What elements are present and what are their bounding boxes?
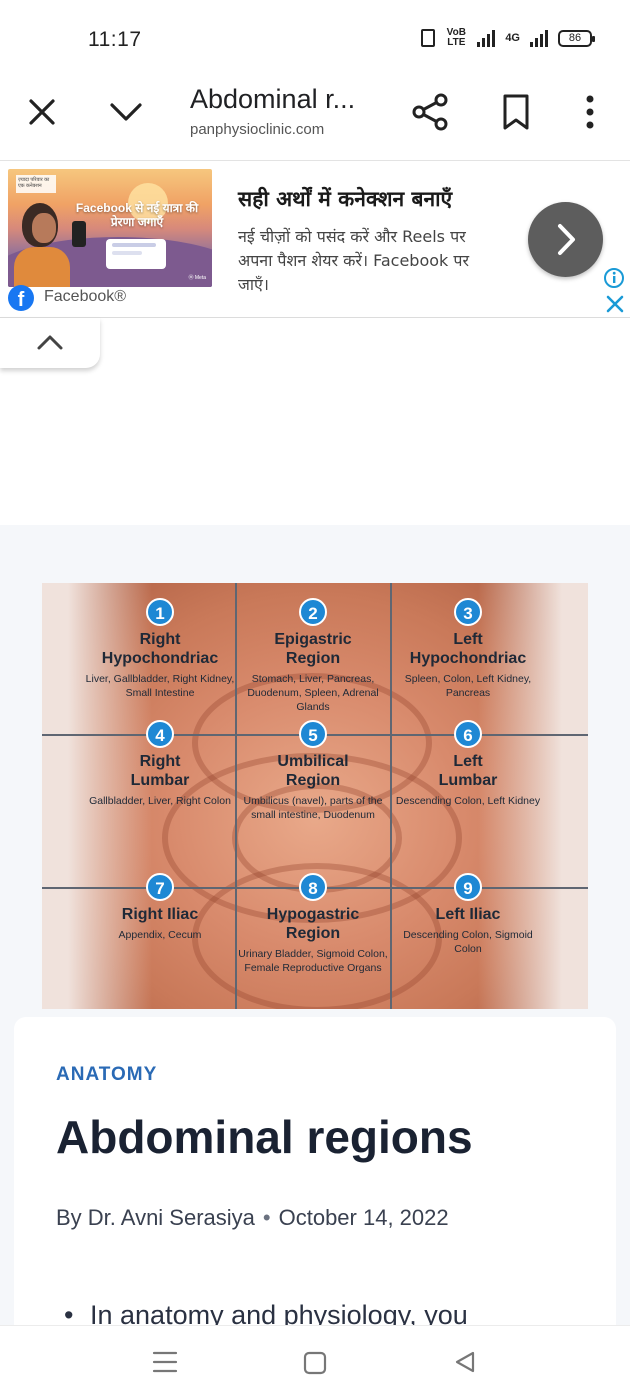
- ad-advertiser[interactable]: Facebook®: [44, 288, 127, 305]
- region-number: 5: [299, 720, 327, 748]
- region-organs: Liver, Gallbladder, Right Kidney, Small …: [85, 673, 235, 699]
- vibrate-icon: [421, 29, 436, 47]
- ad-image-person-face: [32, 213, 56, 243]
- ad-image-card-line: [112, 243, 156, 247]
- region-number: 3: [454, 598, 482, 626]
- ad-body-text[interactable]: नई चीज़ों को पसंद करें और Reels पर अपना …: [238, 227, 470, 294]
- ad-image-phone: [72, 221, 86, 247]
- ad-image-person-body: [14, 247, 70, 287]
- volte-indicator: VoB LTE: [446, 27, 466, 48]
- battery-icon: 86: [558, 29, 595, 47]
- region-name: Lumbar: [438, 772, 498, 789]
- bookmark-icon[interactable]: [498, 92, 534, 132]
- status-bar: 11:17 VoB LTE 4G 86: [0, 0, 630, 78]
- ad-image-text: Facebook से नई यात्रा की प्रेरणा जगाएँ: [75, 201, 199, 229]
- region-organs: Appendix, Cecum: [118, 929, 202, 941]
- region-organs: Gallbladder, Liver, Right Colon: [89, 795, 231, 807]
- share-icon[interactable]: [410, 92, 450, 132]
- region-name: Left: [453, 753, 483, 770]
- region-9: 9 Left Iliac Descending Colon, Sigmoid C…: [393, 873, 543, 956]
- square-icon[interactable]: [303, 1351, 327, 1375]
- region-number: 8: [299, 873, 327, 901]
- article-title: Abdominal regions: [56, 1111, 473, 1163]
- region-organs: Umbilicus (navel), parts of the small in…: [243, 795, 383, 821]
- region-number: 4: [146, 720, 174, 748]
- article-author[interactable]: By Dr. Avni Serasiya: [56, 1205, 255, 1230]
- article-byline: By Dr. Avni Serasiya • October 14, 2022: [56, 1205, 449, 1231]
- ad-collapse-button[interactable]: [0, 318, 100, 368]
- region-name: Epigastric: [274, 631, 352, 648]
- region-1: 1 Right Hypochondriac Liver, Gallbladder…: [85, 598, 235, 700]
- chevron-right-icon: [558, 224, 575, 255]
- ad-image-meta-tag: Ⓜ Meta: [188, 275, 206, 281]
- region-number: 6: [454, 720, 482, 748]
- signal-icon: [477, 29, 496, 47]
- byline-separator: •: [262, 1205, 271, 1230]
- ad-headline[interactable]: सही अर्थों में कनेक्शन बनाएँ: [238, 187, 453, 211]
- region-organs: Stomach, Liver, Pancreas, Duodenum, Sple…: [247, 673, 379, 713]
- torso-skin-left: [42, 583, 152, 1009]
- status-time: 11:17: [88, 28, 142, 51]
- status-icons: VoB LTE 4G 86: [421, 27, 595, 48]
- region-organs: Descending Colon, Left Kidney: [395, 795, 541, 807]
- chevron-up-icon: [37, 335, 63, 350]
- info-icon[interactable]: [603, 267, 625, 289]
- page-title[interactable]: Abdominal r...: [190, 84, 356, 114]
- region-divider-vertical: [390, 583, 392, 1009]
- region-organs: Spleen, Colon, Left Kidney, Pancreas: [404, 673, 532, 699]
- region-8: 8 Hypogastric Region Urinary Bladder, Si…: [238, 873, 388, 975]
- region-5: 5 Umbilical Region Umbilicus (navel), pa…: [238, 720, 388, 822]
- region-name: Hypochondriac: [409, 650, 527, 667]
- region-3: 3 Left Hypochondriac Spleen, Colon, Left…: [393, 598, 543, 700]
- network-type: 4G: [505, 32, 520, 44]
- region-name: Left Iliac: [435, 906, 501, 923]
- region-number: 2: [299, 598, 327, 626]
- region-name: Right: [139, 753, 181, 770]
- region-name: Lumbar: [130, 772, 190, 789]
- region-name: Left: [453, 631, 483, 648]
- region-number: 9: [454, 873, 482, 901]
- torso-skin-right: [478, 583, 588, 1009]
- region-name: Hypochondriac: [101, 650, 219, 667]
- region-name: Right Iliac: [121, 906, 199, 923]
- region-name: Region: [285, 772, 341, 789]
- region-name: Region: [285, 925, 341, 942]
- intestine-shape: [192, 863, 442, 1009]
- region-name: Hypogastric: [266, 906, 360, 923]
- more-vert-icon[interactable]: [578, 92, 602, 132]
- region-4: 4 Right Lumbar Gallbladder, Liver, Right…: [85, 720, 235, 808]
- region-7: 7 Right Iliac Appendix, Cecum: [85, 873, 235, 942]
- triangle-back-icon[interactable]: [453, 1350, 477, 1374]
- region-organs: Urinary Bladder, Sigmoid Colon, Female R…: [238, 948, 388, 974]
- region-name: Region: [285, 650, 341, 667]
- ad-next-button[interactable]: [528, 202, 603, 277]
- region-name: Umbilical: [277, 753, 349, 770]
- region-organs: Descending Colon, Sigmoid Colon: [403, 929, 533, 955]
- ad-image-card-line-2: [112, 251, 142, 255]
- menu-lines-icon[interactable]: [152, 1350, 178, 1374]
- region-2: 2 Epigastric Region Stomach, Liver, Panc…: [238, 598, 388, 714]
- region-name: Right: [139, 631, 181, 648]
- facebook-logo-icon: f: [8, 285, 34, 311]
- page-url[interactable]: panphysioclinic.com: [190, 121, 325, 138]
- close-icon[interactable]: [24, 94, 60, 130]
- chevron-down-icon[interactable]: [106, 94, 146, 130]
- region-6: 6 Left Lumbar Descending Colon, Left Kid…: [393, 720, 543, 808]
- region-number: 7: [146, 873, 174, 901]
- region-number: 1: [146, 598, 174, 626]
- article-category[interactable]: ANATOMY: [56, 1064, 158, 1085]
- system-nav-bar: [0, 1325, 630, 1400]
- signal-icon-2: [530, 29, 548, 47]
- article-date: October 14, 2022: [278, 1205, 449, 1230]
- ad-image-small-text: ज़्यादा परिवार का एक कनेक्शन: [16, 175, 56, 193]
- ad-close-icon[interactable]: [605, 294, 625, 314]
- ad-image-sun: [128, 183, 168, 223]
- ad-image[interactable]: ज़्यादा परिवार का एक कनेक्शन Facebook से…: [8, 169, 212, 287]
- article-card: [14, 1017, 616, 1327]
- region-divider-vertical: [235, 583, 237, 1009]
- abdominal-regions-image[interactable]: 1 Right Hypochondriac Liver, Gallbladder…: [42, 583, 588, 1009]
- browser-toolbar: Abdominal r... panphysioclinic.com: [0, 78, 630, 160]
- ad-banner[interactable]: ज़्यादा परिवार का एक कनेक्शन Facebook से…: [0, 160, 630, 318]
